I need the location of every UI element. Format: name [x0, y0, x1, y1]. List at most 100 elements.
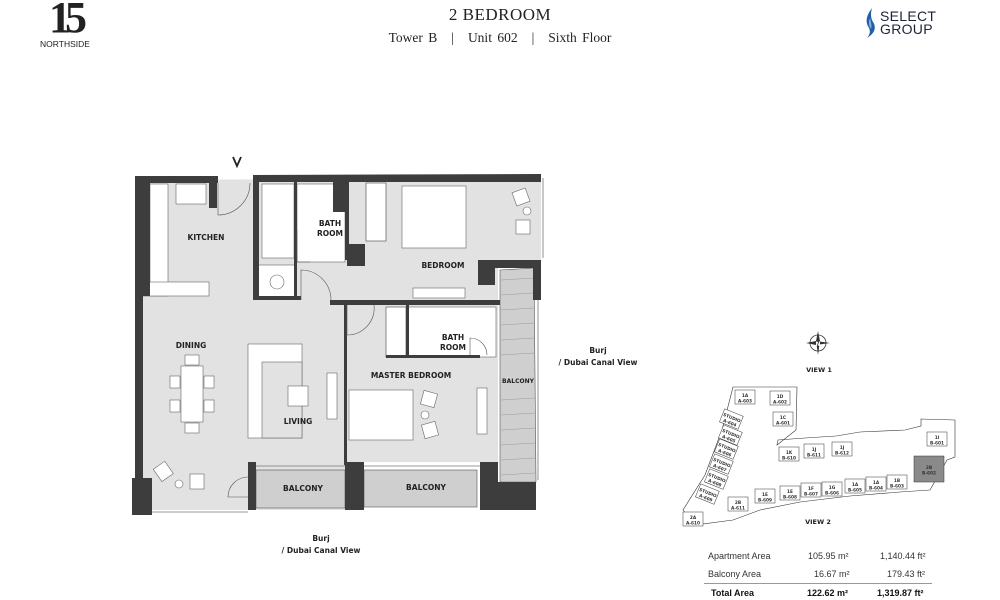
key-plan-unit: 1EB-609	[754, 488, 776, 504]
unit-number: A-605	[721, 434, 736, 445]
unit-number: B-604	[869, 486, 883, 492]
key-plan-unit: 1AA-603	[734, 389, 756, 405]
floor-plan: KITCHEN BATH ROOM BEDROOM DINING LIVING …	[132, 156, 638, 555]
unit-type: 1C	[780, 415, 786, 421]
wardrobe	[385, 306, 407, 358]
key-plan-unit: 1FB-607	[800, 482, 822, 498]
unit-number: A-607	[712, 463, 727, 474]
tv-unit	[412, 287, 466, 299]
balcony-master	[363, 469, 478, 508]
unit-type: 1A	[852, 482, 859, 488]
fridge	[175, 183, 207, 205]
project-logo-number: 15	[49, 0, 87, 42]
master-bed	[348, 389, 414, 441]
unit-number: B-602	[922, 471, 936, 477]
unit-number: A-604	[722, 418, 737, 429]
coffee-table	[287, 385, 309, 407]
view-label-right: / Dubai Canal View	[559, 358, 638, 367]
unit-cell	[913, 455, 945, 483]
unit-number: B-606	[825, 491, 839, 497]
unit-number: B-607	[804, 492, 818, 498]
unit-type: 2A	[690, 515, 697, 521]
unit-cell	[778, 446, 800, 462]
unit-number: A-611	[731, 506, 745, 512]
unit-number: A-610	[686, 521, 700, 527]
unit-cell	[886, 474, 908, 490]
label-dining: DINING	[176, 341, 207, 350]
label-balcony-1: BALCONY	[283, 484, 323, 493]
view-label-bottom: Burj	[312, 534, 329, 543]
unit-cell	[779, 485, 801, 501]
key-plan-unit: 1AB-605	[844, 478, 866, 494]
unit-type: 1J	[840, 445, 845, 451]
label-bath-1: ROOM	[317, 229, 343, 238]
key-plan-unit: 1AB-604	[865, 476, 887, 492]
unit-type: 1E	[762, 492, 768, 498]
unit-type: 2B	[926, 465, 932, 471]
key-plan-unit-highlighted: 2BB-602	[913, 455, 945, 483]
tv-unit	[476, 387, 488, 435]
key-plan-units: 1AA-6031DA-6021CA-601STUDIOA-604STUDIOA-…	[682, 389, 948, 527]
dining-table	[180, 365, 204, 423]
key-plan-unit: 1CA-601	[772, 411, 794, 427]
key-plan-unit: 2AA-610	[682, 511, 704, 527]
label-kitchen: KITCHEN	[188, 233, 225, 242]
windows	[152, 178, 544, 513]
separator: |	[451, 30, 454, 45]
unit-number: A-603	[738, 399, 752, 405]
compass-icon: N	[806, 331, 830, 355]
walls	[132, 174, 541, 515]
side-balcony	[499, 267, 537, 483]
label-bedroom: BEDROOM	[421, 261, 464, 270]
label-balcony-2: BALCONY	[406, 483, 446, 492]
label-bath-2: BATH	[442, 333, 464, 342]
compass-label: N	[815, 341, 820, 348]
project-logo-name: NORTHSIDE	[40, 39, 90, 49]
unit-type: 1K	[786, 450, 793, 456]
unit-cell	[926, 431, 948, 447]
developer-name-line2: GROUP	[880, 21, 933, 37]
unit-number: A-606	[717, 448, 732, 459]
project-logo: 15 NORTHSIDE	[20, 0, 110, 49]
kitchen-island	[142, 281, 210, 297]
unit-type: 1B	[894, 478, 900, 484]
wardrobe	[365, 182, 387, 242]
view1-label: VIEW 1	[806, 366, 832, 374]
unit-number: B-612	[835, 451, 849, 457]
unit-cell	[844, 478, 866, 494]
unit-number: B-601	[930, 441, 944, 447]
unit-number: B-603	[890, 484, 904, 490]
unit-cell	[769, 390, 791, 406]
key-plan-unit: 1EB-608	[779, 485, 801, 501]
unit-cell	[734, 389, 756, 405]
unit-type: 1F	[808, 486, 814, 492]
unit-type: 1G	[829, 485, 836, 491]
entrance-arrow-icon	[232, 156, 242, 169]
tv-unit	[326, 372, 338, 420]
flame-icon	[866, 8, 875, 38]
unit-number: B-609	[758, 498, 772, 504]
doors	[217, 182, 488, 498]
key-plan-unit: 1JB-611	[803, 443, 825, 459]
unit-cell	[754, 488, 776, 504]
floor: Sixth Floor	[548, 30, 612, 45]
unit-number: Unit 602	[467, 30, 518, 45]
label-living: LIVING	[284, 417, 313, 426]
label-bath-2: ROOM	[440, 343, 466, 352]
key-plan-unit: 2BA-611	[727, 496, 749, 512]
unit-cell	[719, 408, 744, 430]
view-label-right: Burj	[589, 346, 606, 355]
separator: |	[531, 30, 535, 45]
unit-type: 1I	[935, 435, 940, 441]
unit-type: 1A	[873, 480, 880, 486]
unit-cell	[865, 476, 887, 492]
unit-details: Tower B|Unit 602|Sixth Floor	[0, 30, 1000, 46]
unit-cell	[800, 482, 822, 498]
unit-number: B-608	[783, 495, 797, 501]
